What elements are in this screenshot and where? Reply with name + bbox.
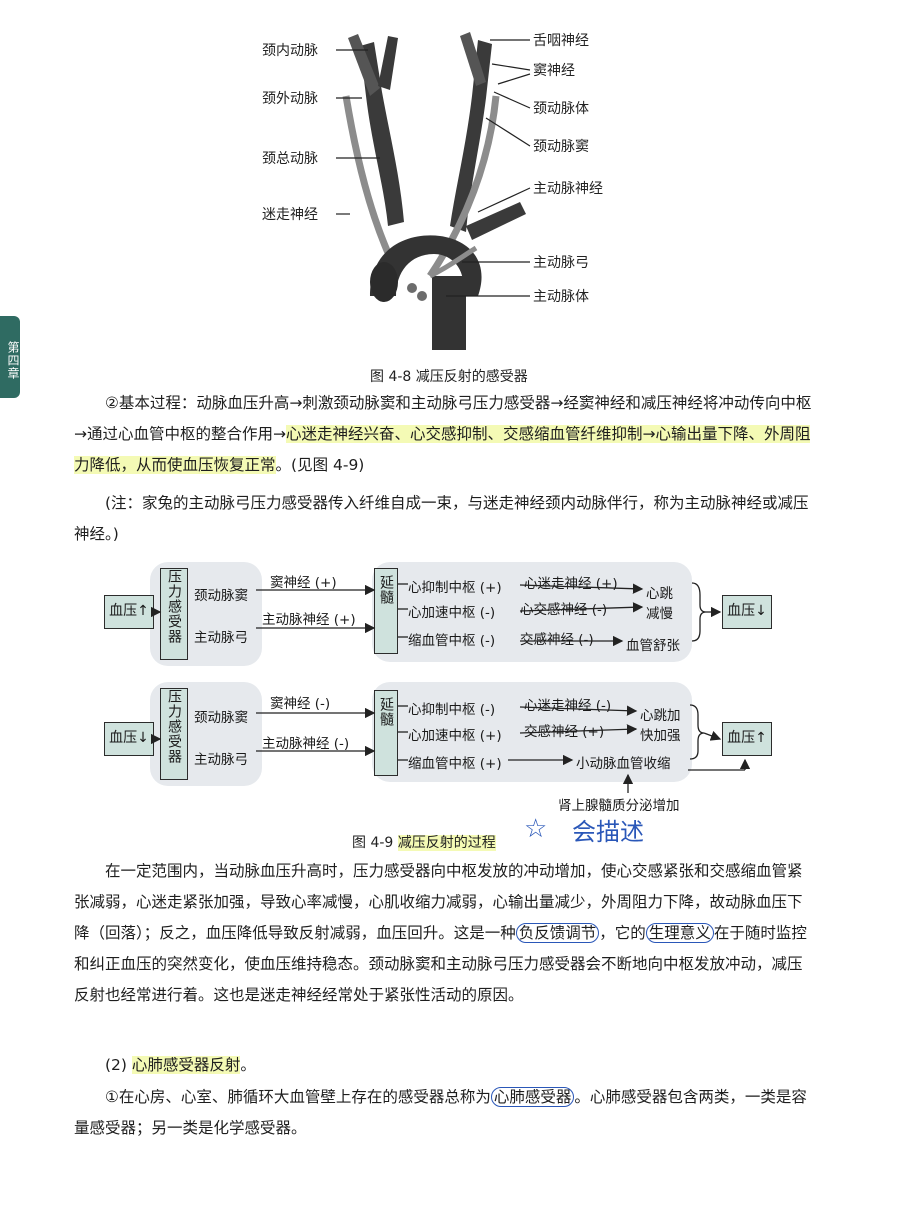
site-aortic-arch-top: 主动脉弓: [194, 630, 248, 646]
effect-vasoconstriction-bottom: 小动脉血管收缩: [576, 756, 671, 772]
center-vasoconstrictor-bottom: 缩血管中枢 (+): [408, 756, 502, 772]
label-aortic-arch: 主动脉弓: [533, 255, 589, 271]
effect-heart-bottom-1: 心跳加: [640, 708, 681, 724]
negative-feedback-term: 负反馈调节: [515, 923, 600, 943]
effect-heart-bottom-2: 快加强: [640, 728, 681, 744]
bp-up-box-bottom: 血压↑: [722, 722, 772, 756]
adrenal-medulla-note: 肾上腺髓质分泌增加: [558, 798, 680, 814]
chapter-tab: 第四章: [0, 316, 20, 398]
nerve-sinus-top: 窦神经 (+): [270, 575, 337, 591]
center-cardioacceleratory-bottom: 心加速中枢 (+): [408, 728, 502, 744]
efferent-sympathetic-top: 交感神经 (-): [520, 632, 594, 648]
center-cardioinhibitory-bottom: 心抑制中枢 (-): [408, 702, 496, 718]
rabbit-note-paragraph: (注：家兔的主动脉弓压力感受器传入纤维自成一束，与迷走神经颈内动脉伴行，称为主动…: [74, 488, 812, 550]
basic-process-text: ②基本过程：动脉血压升高→刺激颈动脉窦和主动脉弓压力感受器→经窦神经和减压神经将…: [74, 394, 812, 443]
handwritten-note: 会描述: [572, 818, 644, 846]
label-common-carotid: 颈总动脉: [262, 151, 318, 167]
section-number: (2): [105, 1056, 132, 1074]
label-carotid-body: 颈动脉体: [533, 101, 589, 117]
label-sinus-nerve: 窦神经: [533, 63, 575, 79]
center-cardioinhibitory-top: 心抑制中枢 (+): [408, 580, 502, 596]
label-glossopharyngeal: 舌咽神经: [533, 33, 589, 49]
effect-vasodilation-top: 血管舒张: [626, 638, 680, 654]
cardiopulmonary-paragraph: ①在心房、心室、肺循环大血管壁上存在的感受器总称为心肺感受器。心肺感受器包含两类…: [74, 1082, 812, 1144]
bp-up-box-top: 血压↑: [104, 595, 154, 629]
medulla-box-top: 延髓: [374, 568, 398, 654]
basic-process-suffix: 。(见图 4-9): [275, 456, 365, 474]
cardiopulmonary-section-heading: (2) 心肺感受器反射。: [74, 1050, 812, 1081]
label-carotid-sinus: 颈动脉窦: [533, 139, 589, 155]
center-cardioacceleratory-top: 心加速中枢 (-): [408, 605, 496, 621]
negative-feedback-text-3: 在于随时监控和纠正血压的突然变化，使血压维持稳态。颈动脉窦和主动脉弓压力感受器会…: [74, 924, 807, 1004]
flow-arrows: [150, 582, 751, 793]
effect-heart-top-1: 心跳: [646, 586, 673, 602]
nerve-aortic-bottom: 主动脉神经 (-): [262, 736, 350, 752]
negative-feedback-text-2: ，它的: [599, 924, 646, 942]
cardiopulmonary-receptor-term: 心肺感受器: [490, 1087, 575, 1107]
section-title: 心肺感受器反射: [131, 1056, 241, 1074]
center-vasoconstrictor-top: 缩血管中枢 (-): [408, 633, 496, 649]
label-internal-carotid: 颈内动脉: [262, 43, 318, 59]
medulla-box-bottom: 延髓: [374, 690, 398, 776]
bp-down-box-top: 血压↓: [722, 595, 772, 629]
site-aortic-arch-bottom: 主动脉弓: [194, 752, 248, 768]
figure-4-8-caption: 图 4-8 减压反射的感受器: [370, 369, 528, 385]
cardiopulmonary-text-1: ①在心房、心室、肺循环大血管壁上存在的感受器总称为: [105, 1088, 491, 1106]
effect-heart-top-2: 减慢: [646, 606, 673, 622]
figure-4-9-caption-number: 图 4-9: [352, 835, 398, 851]
bp-down-box-bottom: 血压↓: [104, 722, 154, 756]
label-external-carotid: 颈外动脉: [262, 91, 318, 107]
section-title-suffix: 。: [240, 1056, 256, 1074]
figure-4-9-caption: 图 4-9 减压反射的过程: [352, 832, 496, 852]
label-aortic-nerve: 主动脉神经: [533, 181, 603, 197]
figure-4-9-caption-title: 减压反射的过程: [397, 835, 496, 851]
negative-feedback-text-1: 在一定范围内，当动脉血压升高时，压力感受器向中枢发放的冲动增加，使心交感紧张和交…: [74, 862, 803, 942]
baroreceptor-box-top: 压力感受器: [160, 568, 188, 660]
rabbit-note-text: (注：家兔的主动脉弓压力感受器传入纤维自成一束，与迷走神经颈内动脉伴行，称为主动…: [74, 494, 809, 543]
label-vagus-nerve: 迷走神经: [262, 207, 318, 223]
basic-process-paragraph: ②基本过程：动脉血压升高→刺激颈动脉窦和主动脉弓压力感受器→经窦神经和减压神经将…: [74, 388, 812, 481]
baroreceptor-anatomy-illustration: [342, 32, 526, 350]
nerve-sinus-bottom: 窦神经 (-): [270, 696, 331, 712]
baroreceptor-box-bottom: 压力感受器: [160, 688, 188, 780]
site-carotid-sinus-bottom: 颈动脉窦: [194, 710, 248, 726]
nerve-aortic-top: 主动脉神经 (+): [262, 612, 356, 628]
negative-feedback-paragraph: 在一定范围内，当动脉血压升高时，压力感受器向中枢发放的冲动增加，使心交感紧张和交…: [74, 856, 812, 1011]
site-carotid-sinus-top: 颈动脉窦: [194, 588, 248, 604]
anatomy-leader-lines: [336, 39, 531, 297]
label-aortic-body: 主动脉体: [533, 289, 589, 305]
star-mark: ☆: [524, 814, 548, 844]
cardiopulmonary-text-2: 。心肺感受器包含两类，一类是容量感受器；另一类是化学感受器。: [74, 1088, 807, 1137]
physiological-significance-term: 生理意义: [645, 923, 714, 943]
